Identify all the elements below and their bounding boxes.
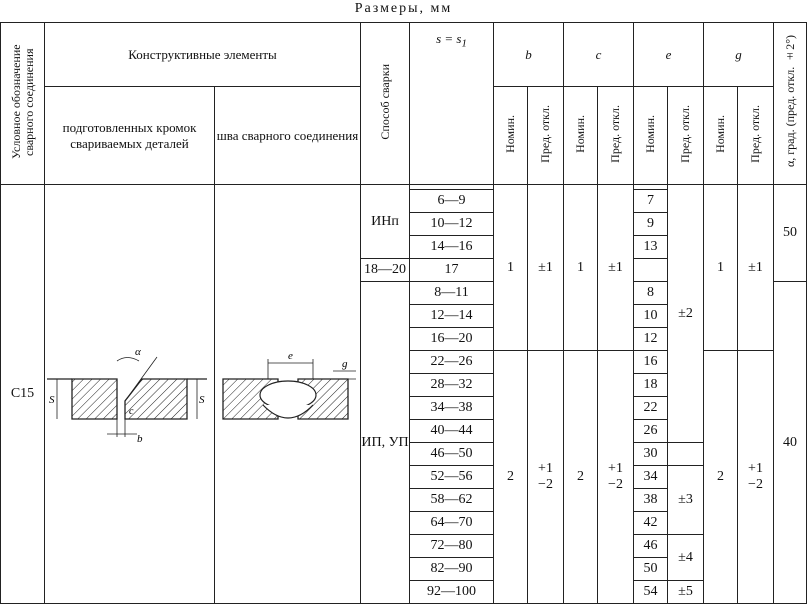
thickness-row: 46—50	[409, 442, 494, 466]
drawing-label-s1: S	[199, 394, 205, 406]
e-nominal-row: 16	[633, 350, 668, 374]
thickness-row: 10—12	[409, 212, 494, 236]
thickness-row: 92—100	[409, 580, 494, 604]
header-e-nominal: Номин.	[633, 86, 668, 185]
e-nominal-row: 18	[633, 373, 668, 397]
e-nominal-row: 8	[633, 281, 668, 305]
e-nominal-row: 34	[633, 465, 668, 489]
header-c-nominal: Номин.	[563, 86, 598, 185]
header-b: b	[493, 22, 564, 87]
dimensions-table: Условное обозначение сварного соединения…	[0, 22, 807, 604]
drawing-label-alpha: α	[135, 346, 141, 358]
drawing-label-c: c	[129, 406, 134, 417]
b-tolerance-g2: +1−2	[527, 350, 564, 604]
e-nominal-row: 7	[633, 189, 668, 213]
header-structural-elements: Конструктивные элементы	[44, 22, 361, 87]
c-tolerance-g2: +1−2	[597, 350, 634, 604]
thickness-row: 72—80	[409, 534, 494, 558]
header-alpha: α, град. (пред. откл. ±2°)	[773, 22, 807, 185]
header-designation: Условное обозначение сварного соединения	[0, 22, 45, 185]
g-tolerance-g2: +1−2	[737, 350, 774, 604]
b-nominal-g1: 1	[493, 184, 528, 351]
alpha-value-1: 50	[773, 184, 807, 282]
e-nominal-row: 13	[633, 235, 668, 259]
e-nominal-row: 26	[633, 419, 668, 443]
header-welding-method: Способ сварки	[360, 22, 410, 185]
header-b-tolerance: Пред. откл.	[527, 86, 564, 185]
header-prepared-edges: подготовленных кромок свариваемых детале…	[44, 86, 215, 185]
e-nominal-row: 46	[633, 534, 668, 558]
thickness-row: 40—44	[409, 419, 494, 443]
drawing-label-e: e	[288, 350, 293, 362]
e-nominal-row: 38	[633, 488, 668, 512]
e-nominal-row: 22	[633, 396, 668, 420]
thickness-row: 12—14	[409, 304, 494, 328]
thickness-row: 22—26	[409, 350, 494, 374]
c-nominal-g2: 2	[563, 350, 598, 604]
e-nominal-row: 17	[409, 258, 494, 282]
header-g: g	[703, 22, 774, 87]
g-nominal-g2: 2	[703, 350, 738, 604]
drawing-label-g: g	[342, 358, 348, 370]
g-nominal-g1: 1	[703, 184, 738, 351]
e-nominal-row: 9	[633, 212, 668, 236]
c-nominal-g1: 1	[563, 184, 598, 351]
header-c: c	[563, 22, 634, 87]
c-tolerance-g1: ±1	[597, 184, 634, 351]
thickness-row: 28—32	[409, 373, 494, 397]
page-title: Размеры, мм	[354, 1, 453, 16]
method-ip-up: ИП, УП	[360, 281, 410, 604]
thickness-row: 58—62	[409, 488, 494, 512]
b-tolerance-g1: ±1	[527, 184, 564, 351]
e-tolerance-4: ±5	[667, 580, 704, 604]
e-tolerance-1: ±2	[667, 184, 704, 443]
header-thickness: s = s1	[409, 22, 494, 185]
thickness-row: 6—9	[409, 189, 494, 213]
thickness-row: 14—16	[409, 235, 494, 259]
weld-seam-drawing: e g	[221, 350, 356, 420]
thickness-row: 8—11	[409, 281, 494, 305]
weld-drawing-cell: e g	[214, 184, 361, 604]
e-tolerance-3: ±4	[667, 534, 704, 581]
drawing-label-b: b	[137, 433, 143, 445]
thickness-row: 18—20	[360, 258, 410, 282]
g-tolerance-g1: ±1	[737, 184, 774, 351]
header-c-tolerance: Пред. откл.	[597, 86, 634, 185]
edge-preparation-drawing: S S α c b	[47, 346, 207, 445]
header-g-tolerance: Пред. откл.	[737, 86, 774, 185]
thickness-row: 82—90	[409, 557, 494, 581]
designation-cell: C15	[0, 184, 45, 604]
e-nominal-row: 54	[633, 580, 668, 604]
edges-drawing-cell: S S α c b	[44, 184, 215, 604]
thickness-row: 34—38	[409, 396, 494, 420]
drawing-label-s: S	[49, 394, 55, 406]
e-nominal-row: 42	[633, 511, 668, 535]
e-nominal-row: 30	[633, 442, 668, 466]
b-nominal-g2: 2	[493, 350, 528, 604]
e-nominal-row: 10	[633, 304, 668, 328]
e-nominal-row: 12	[633, 327, 668, 351]
alpha-value-2: 40	[773, 281, 807, 604]
e-tolerance-2: ±3	[667, 465, 704, 535]
method-inp: ИНп	[360, 184, 410, 259]
header-b-nominal: Номин.	[493, 86, 528, 185]
thickness-row: 52—56	[409, 465, 494, 489]
thickness-row: 16—20	[409, 327, 494, 351]
header-e: e	[633, 22, 704, 87]
e-nominal-row: 50	[633, 557, 668, 581]
header-weld-seam: шва сварного соединения	[214, 86, 361, 185]
header-e-tolerance: Пред. откл.	[667, 86, 704, 185]
thickness-row: 64—70	[409, 511, 494, 535]
header-g-nominal: Номин.	[703, 86, 738, 185]
